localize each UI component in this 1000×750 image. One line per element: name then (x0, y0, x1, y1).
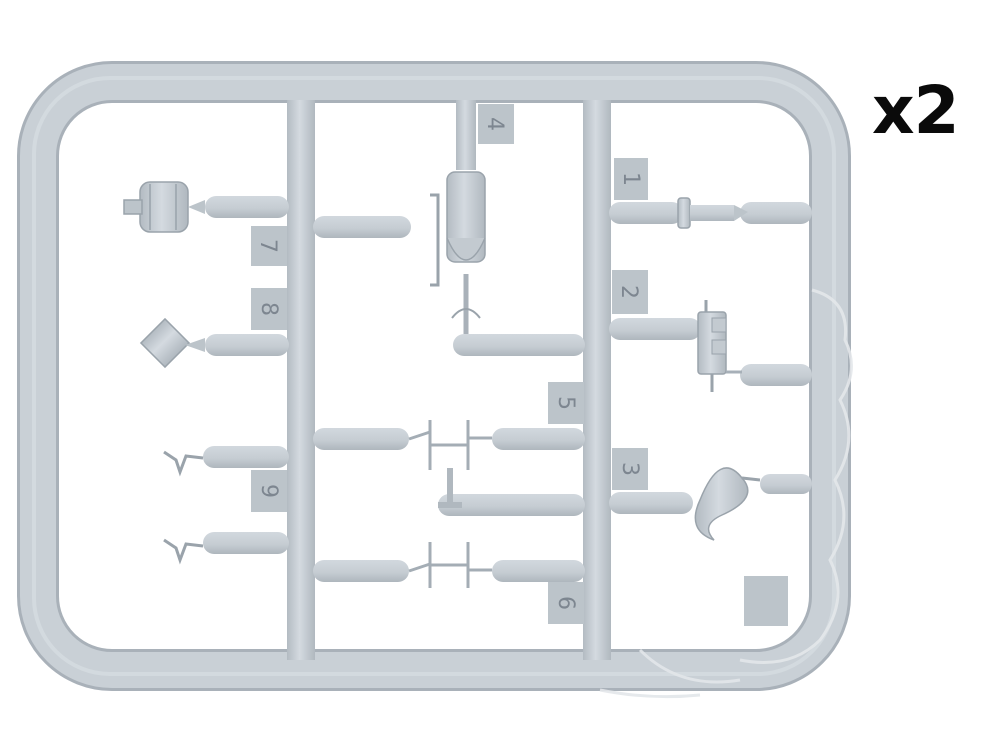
watermark-outline (599, 288, 853, 699)
part-3-fan (694, 467, 761, 541)
tag-5: 5 (548, 382, 584, 424)
svg-text:4: 4 (482, 117, 507, 131)
connector-t (438, 468, 462, 508)
sprue-outer-frame (17, 61, 851, 691)
middle-left-gates (313, 216, 411, 582)
part-2-valve (697, 300, 742, 392)
svg-text:2: 2 (616, 285, 641, 299)
svg-text:7: 7 (255, 239, 280, 253)
middle-right-gates (438, 334, 585, 582)
right-gates (609, 202, 812, 514)
svg-text:6: 6 (553, 596, 578, 610)
part-1-spool (677, 197, 748, 229)
part-7-drum (123, 181, 205, 233)
svg-text:5: 5 (553, 396, 578, 410)
svg-text:8: 8 (256, 302, 281, 316)
tag-6: 6 (548, 582, 584, 624)
quantity-label: x2 (872, 72, 959, 149)
left-gates (203, 196, 289, 554)
vertical-runners (287, 100, 611, 660)
part-4-tank (430, 100, 486, 334)
svg-text:3: 3 (617, 462, 642, 476)
tag-1: 1 (614, 158, 648, 200)
part-number-tags: 4 1 7 8 2 5 3 9 (251, 104, 788, 626)
svg-text:9: 9 (256, 484, 281, 498)
tag-9: 9 (251, 470, 287, 512)
part-6-bracket (408, 542, 492, 588)
svg-text:1: 1 (618, 172, 643, 186)
tag-3: 3 (612, 448, 648, 490)
tag-4: 4 (478, 104, 514, 144)
part-9-latches (163, 450, 204, 565)
part-8-diamond (139, 317, 205, 369)
tag-2: 2 (612, 270, 648, 314)
part-5-bracket (408, 420, 492, 470)
tag-8: 8 (251, 288, 287, 330)
tag-blank (744, 576, 788, 626)
tag-7: 7 (251, 226, 287, 266)
